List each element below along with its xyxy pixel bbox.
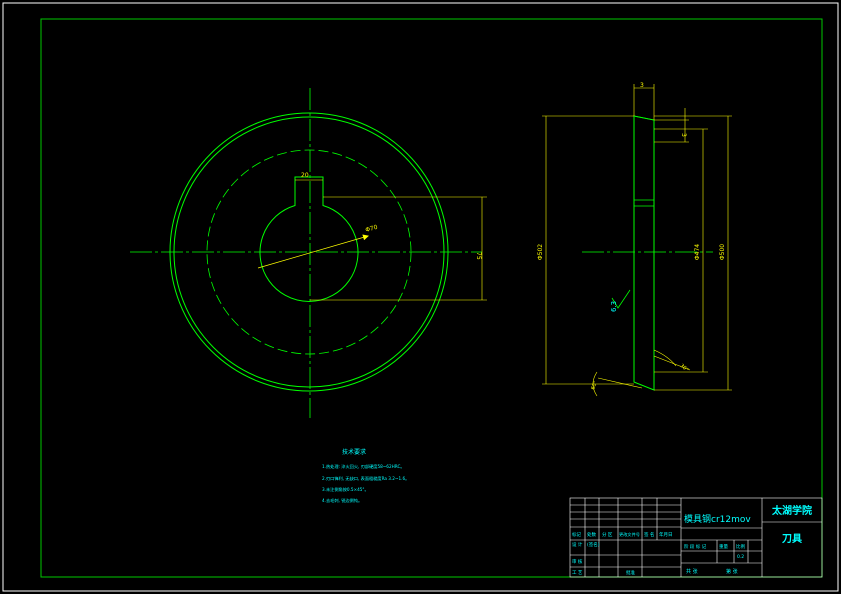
- tb-sheet-number: 第 张: [726, 568, 738, 575]
- bore-leader: [257, 234, 369, 269]
- outer-diameter-label: Φ502: [537, 244, 544, 260]
- tb-header-1: 标记: [572, 531, 581, 538]
- tb-header-4: 更改文件号: [619, 531, 640, 538]
- tb-weight-label: 重量: [719, 543, 728, 550]
- tech-requirement-line-4: 4.去毛刺, 锐边倒钝。: [322, 497, 362, 504]
- tech-requirement-line-1: 1.热处理: 淬火回火, 刃部硬度58~62HRC。: [322, 463, 405, 470]
- roughness-symbol: [611, 289, 631, 309]
- thickness-label: 3: [640, 82, 644, 89]
- blade-profile: [633, 115, 655, 391]
- tb-approve-label: 批准: [626, 569, 635, 576]
- tb-scale-value: 0.2: [737, 554, 744, 560]
- bevel-leader-right: [653, 355, 691, 371]
- tb-header-3: 分 区: [602, 531, 613, 538]
- title-block-outline: [569, 497, 823, 578]
- tb-header-6: 年月日: [659, 531, 673, 538]
- drawing-border: [40, 18, 823, 578]
- outer-circle: [169, 112, 449, 392]
- bore-label: Φ70: [365, 224, 379, 234]
- keyway-depth-label: 75: [475, 252, 482, 260]
- front-view: [130, 88, 487, 418]
- tb-school: 太湖学院: [771, 504, 812, 517]
- tb-sheet-total: 共 张: [686, 568, 698, 575]
- tb-design-label: 设 计: [572, 541, 583, 548]
- bevel-leader-bottom: [597, 377, 643, 389]
- bevel-label-right: 30°: [679, 363, 690, 374]
- tb-design-sign: (签名): [587, 541, 600, 548]
- roughness-label: 6.3: [610, 301, 618, 312]
- tb-header-5: 签 名: [644, 531, 654, 538]
- pitch-circle-dashed: [206, 149, 412, 355]
- outer-circle-inner: [173, 116, 445, 388]
- tech-requirements-title: 技术要求: [342, 448, 366, 456]
- tb-stage-label: 阶 段 标 记: [684, 543, 707, 550]
- tech-requirement-line-3: 3.未注倒角按0.5×45°。: [322, 486, 369, 493]
- side-view: [542, 84, 732, 397]
- tb-header-2: 处数: [587, 531, 596, 538]
- tb-scale-label: 比例: [736, 543, 745, 550]
- hub-diameter-label: Φ474: [694, 244, 701, 260]
- title-block: [569, 497, 823, 578]
- tb-material: 模具钢cr12mov: [684, 513, 751, 525]
- blade-bevel-top: [633, 115, 655, 121]
- bevel-label-bottom: 60°: [590, 380, 599, 391]
- keyway-width-label: 20: [301, 172, 309, 179]
- bevel-arc-bottom: [592, 371, 598, 397]
- tb-process-label: 工 艺: [572, 570, 583, 576]
- tech-requirement-line-2: 2.刃口锋利, 无缺口, 表面粗糙度Ra 3.2~1.6。: [322, 475, 409, 482]
- rim-label: 3: [680, 133, 687, 137]
- tb-part-name: 刀具: [782, 533, 802, 545]
- tb-review-label: 审 核: [572, 558, 583, 565]
- bore-with-keyway: [259, 176, 359, 302]
- bevel-arc-right: [653, 349, 677, 367]
- inner-diameter-label: Φ500: [719, 244, 726, 260]
